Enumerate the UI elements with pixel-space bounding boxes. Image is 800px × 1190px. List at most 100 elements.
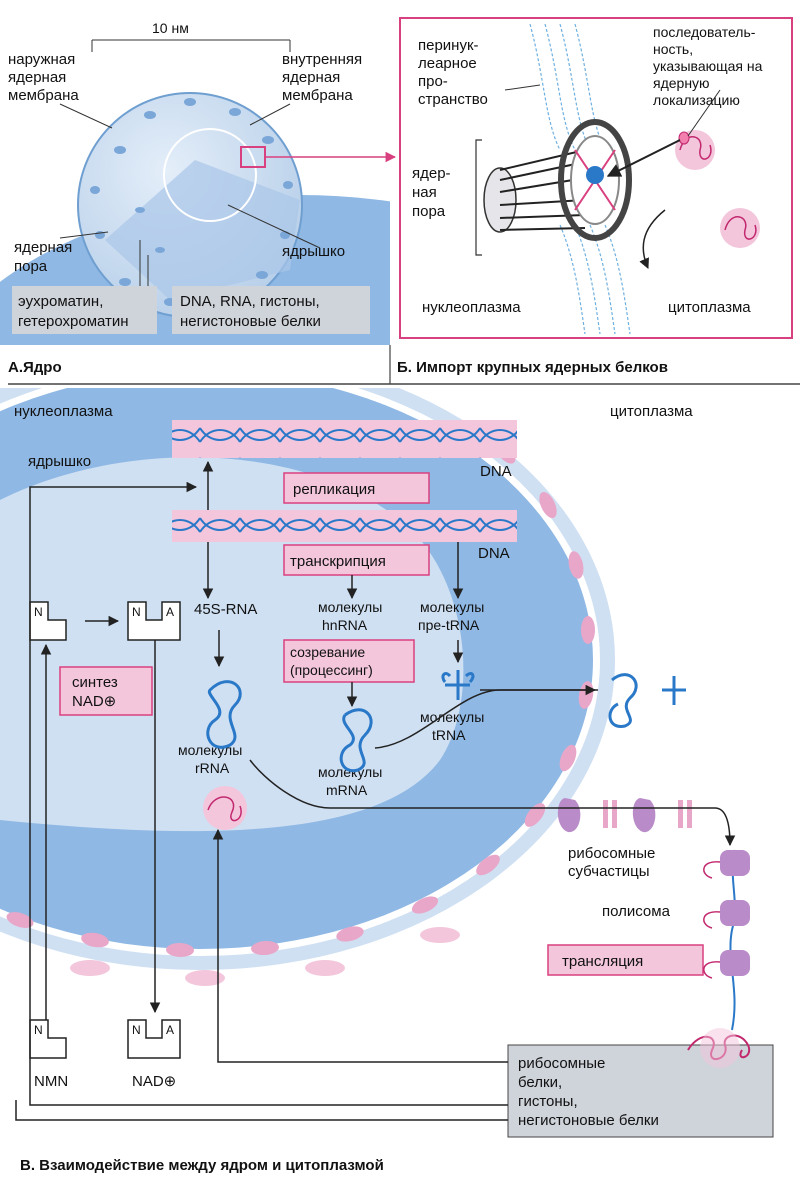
ribosome-precursor bbox=[203, 786, 247, 830]
nad-synthesis-label-1: синтез bbox=[72, 674, 118, 691]
mrna-coil bbox=[339, 708, 373, 773]
cargo-protein-top bbox=[675, 130, 715, 170]
pore-label-2: пора bbox=[14, 258, 48, 275]
cargo-protein-bottom bbox=[720, 208, 760, 248]
dna-bottom-label: DNA bbox=[478, 545, 510, 562]
n-letter-2: N bbox=[132, 605, 141, 619]
hnrna-label-1: молекулы bbox=[318, 599, 382, 615]
inner-membrane-label-2: ядерная bbox=[282, 69, 340, 86]
nls-label-4: ядерную bbox=[653, 75, 710, 91]
pretrna-label-2: пре-tRNA bbox=[418, 617, 480, 633]
nucleolus-c-label: ядрышко bbox=[28, 453, 91, 470]
trna-label-2: tRNA bbox=[432, 727, 466, 743]
cycle-arrow bbox=[639, 209, 666, 269]
nucleoplasm-c-label: нуклеоплазма bbox=[14, 403, 113, 420]
dna-top-label: DNA bbox=[480, 463, 512, 480]
hnrna-label-2: hnRNA bbox=[322, 617, 368, 633]
nucleolus-label: ядрышко bbox=[282, 243, 345, 260]
nls-label-5: локализацию bbox=[653, 92, 740, 108]
nls-leader bbox=[687, 89, 721, 137]
pore-b-label-3: пора bbox=[412, 203, 446, 220]
panel-c: DNA DNA репликация транскрипция созреван… bbox=[0, 388, 774, 1174]
nad-synthesis-box bbox=[59, 666, 153, 716]
translation-label: трансляция bbox=[562, 953, 643, 970]
polysome-label: полисома bbox=[602, 903, 671, 920]
flow-arrows bbox=[15, 460, 736, 1121]
trna-shape bbox=[441, 670, 475, 700]
replication-box bbox=[283, 472, 430, 504]
dna-bottom-helix bbox=[172, 510, 517, 542]
proteins-label-2: белки, bbox=[518, 1074, 562, 1091]
nls-label-2: ность, bbox=[653, 41, 693, 57]
transcription-label: транскрипция bbox=[290, 553, 386, 570]
a-letter-1: A bbox=[166, 605, 174, 619]
transcription-box bbox=[283, 544, 430, 576]
outer-membrane-label-3: мембрана bbox=[8, 87, 79, 104]
inner-membrane-label-1: внутренняя bbox=[282, 51, 362, 68]
perinuclear-label-4: странство bbox=[418, 91, 488, 108]
released-protein bbox=[687, 1028, 751, 1068]
contents-label-2: негистоновые белки bbox=[180, 313, 321, 330]
rrna-coil bbox=[206, 680, 242, 749]
pretrna-label-1: молекулы bbox=[420, 599, 484, 615]
mrna-label-1: молекулы bbox=[318, 764, 382, 780]
dna-top-helix bbox=[172, 420, 517, 458]
nls-label-1: последователь- bbox=[653, 24, 756, 40]
chromatin-label-1: эухроматин, bbox=[18, 293, 103, 310]
nucleolus-shape bbox=[163, 128, 257, 222]
cytoplasm-c-label: цитоплазма bbox=[610, 403, 693, 420]
cytoplasm-b-label: цитоплазма bbox=[668, 299, 751, 316]
proteins-label-3: гистоны, bbox=[518, 1093, 578, 1110]
nad-label: NAD⊕ bbox=[132, 1073, 176, 1090]
maturation-label-1: созревание bbox=[290, 644, 365, 660]
perinuclear-label-1: перинук- bbox=[418, 37, 479, 54]
maturation-label-2: (процессинг) bbox=[290, 662, 373, 678]
pore-highlight-box bbox=[240, 146, 266, 168]
a-letter-2: A bbox=[166, 1023, 174, 1037]
inner-membrane-label-3: мембрана bbox=[282, 87, 353, 104]
rrna-label-2: rRNA bbox=[195, 760, 230, 776]
ribo-sub-label-1: рибосомные bbox=[568, 845, 655, 862]
n-letter-3: N bbox=[34, 1023, 43, 1037]
panel-a-leaders bbox=[59, 103, 321, 295]
pore-b-label-1: ядер- bbox=[412, 165, 451, 182]
proteins-label-1: рибосомные bbox=[518, 1055, 605, 1072]
perinuclear-label-2: леарное bbox=[418, 55, 477, 72]
outer-membrane-label-2: ядерная bbox=[8, 69, 66, 86]
rna45s-label: 45S-RNA bbox=[194, 601, 257, 618]
nad-shape-top bbox=[127, 601, 181, 641]
proteins-label-4: негистоновые белки bbox=[518, 1112, 659, 1129]
perinuclear-label-3: про- bbox=[418, 73, 448, 90]
mrna-label-2: mRNA bbox=[326, 782, 368, 798]
pore-label-1: ядерная bbox=[14, 239, 72, 256]
panel-a: 10 нм наружная ядерная мембрана внутренн… bbox=[0, 20, 390, 376]
nad-synthesis-label-2: NAD⊕ bbox=[72, 693, 116, 710]
import-arrow bbox=[606, 139, 681, 177]
nmn-label: NMN bbox=[34, 1073, 68, 1090]
translation-box bbox=[547, 944, 704, 976]
scale-label: 10 нм bbox=[152, 20, 189, 36]
panel-b-title: Б. Импорт крупных ядерных белков bbox=[397, 359, 668, 376]
pore-complex bbox=[483, 119, 632, 241]
polysome bbox=[703, 849, 750, 1031]
pore-b-label-2: ная bbox=[412, 184, 437, 201]
panel-b: перинук- леарное про- странство последов… bbox=[397, 17, 793, 376]
nls-label-3: указывающая на bbox=[653, 58, 763, 74]
n-letter-1: N bbox=[34, 605, 43, 619]
outer-membrane-label-1: наружная bbox=[8, 51, 75, 68]
panel-c-title: В. Взаимодействие между ядром и цитоплаз… bbox=[20, 1157, 384, 1174]
envelope-pores bbox=[6, 440, 595, 958]
nucleoplasm-b-label: нуклеоплазма bbox=[422, 299, 521, 316]
panel-a-title: А.Ядро bbox=[8, 359, 62, 376]
ribo-sub-label-2: субчастицы bbox=[568, 863, 650, 880]
maturation-box bbox=[283, 639, 415, 683]
trna-label-1: молекулы bbox=[420, 709, 484, 725]
chromatin-label-2: гетерохроматин bbox=[18, 313, 129, 330]
er-blobs bbox=[70, 927, 460, 986]
ribosome-subunits bbox=[557, 798, 692, 833]
replication-label: репликация bbox=[293, 481, 375, 498]
contents-box bbox=[172, 286, 370, 334]
nad-shape-bottom bbox=[127, 1019, 181, 1059]
cyto-rna-coil bbox=[608, 673, 686, 728]
